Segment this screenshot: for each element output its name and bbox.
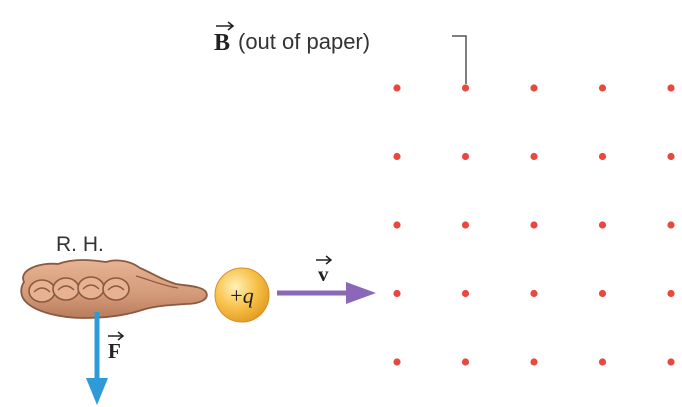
field-dot [667, 358, 675, 366]
hand-fingertips [28, 276, 130, 303]
field-dot [393, 84, 401, 92]
charge-circle [214, 267, 270, 323]
field-dot [598, 221, 607, 229]
field-dot [461, 358, 470, 366]
force-symbol: F [108, 339, 121, 363]
field-dot [461, 84, 470, 92]
field-dot [667, 152, 675, 161]
fingertip [28, 279, 56, 303]
field-dot [530, 289, 538, 298]
field-dot [667, 289, 675, 298]
force-arrow: F [86, 312, 125, 405]
field-vector-symbol: B [214, 30, 230, 56]
fingertip [52, 277, 80, 301]
field-dot [393, 152, 401, 161]
field-dot [530, 152, 538, 161]
field-dot [461, 221, 470, 229]
fingertip [102, 277, 130, 301]
field-dot [461, 152, 470, 161]
hand-fingernails [33, 284, 125, 293]
velocity-arrow: v [277, 255, 376, 304]
field-dot [598, 84, 607, 92]
fingernail [57, 285, 75, 291]
field-dot [530, 84, 538, 92]
charge-symbol: q [243, 283, 254, 308]
hand-crease [135, 275, 179, 289]
field-leader-line [452, 35, 467, 84]
fingertip [77, 276, 105, 300]
field-dot [598, 358, 607, 366]
field-dot [393, 358, 401, 366]
field-dot [598, 289, 607, 298]
field-annotation-text: (out of paper) [238, 29, 370, 54]
fingernail [33, 287, 51, 293]
charge-sign: + [230, 283, 242, 308]
force-vector-arrow-accent [108, 331, 125, 341]
field-dot [461, 289, 470, 298]
force-arrow-head [86, 378, 108, 405]
charge-label: +q [230, 283, 253, 308]
velocity-arrow-head [346, 282, 376, 304]
field-dot [667, 221, 675, 229]
positive-charge: +q [214, 267, 270, 323]
field-dot [667, 84, 675, 92]
field-vector-arrow-accent [216, 21, 235, 31]
field-dot [530, 358, 538, 366]
field-dot-grid [393, 84, 675, 366]
field-dot [393, 289, 401, 298]
fingernail [107, 285, 125, 291]
field-annotation: B (out of paper) [214, 21, 467, 84]
hand-label: R. H. [56, 233, 104, 256]
velocity-vector-arrow-accent [316, 255, 333, 265]
field-dot [530, 221, 538, 229]
fingernail [82, 284, 100, 290]
velocity-symbol: v [318, 262, 329, 286]
field-dot [393, 221, 401, 229]
field-dot [598, 152, 607, 161]
right-hand-illustration: R. H. [20, 233, 208, 319]
